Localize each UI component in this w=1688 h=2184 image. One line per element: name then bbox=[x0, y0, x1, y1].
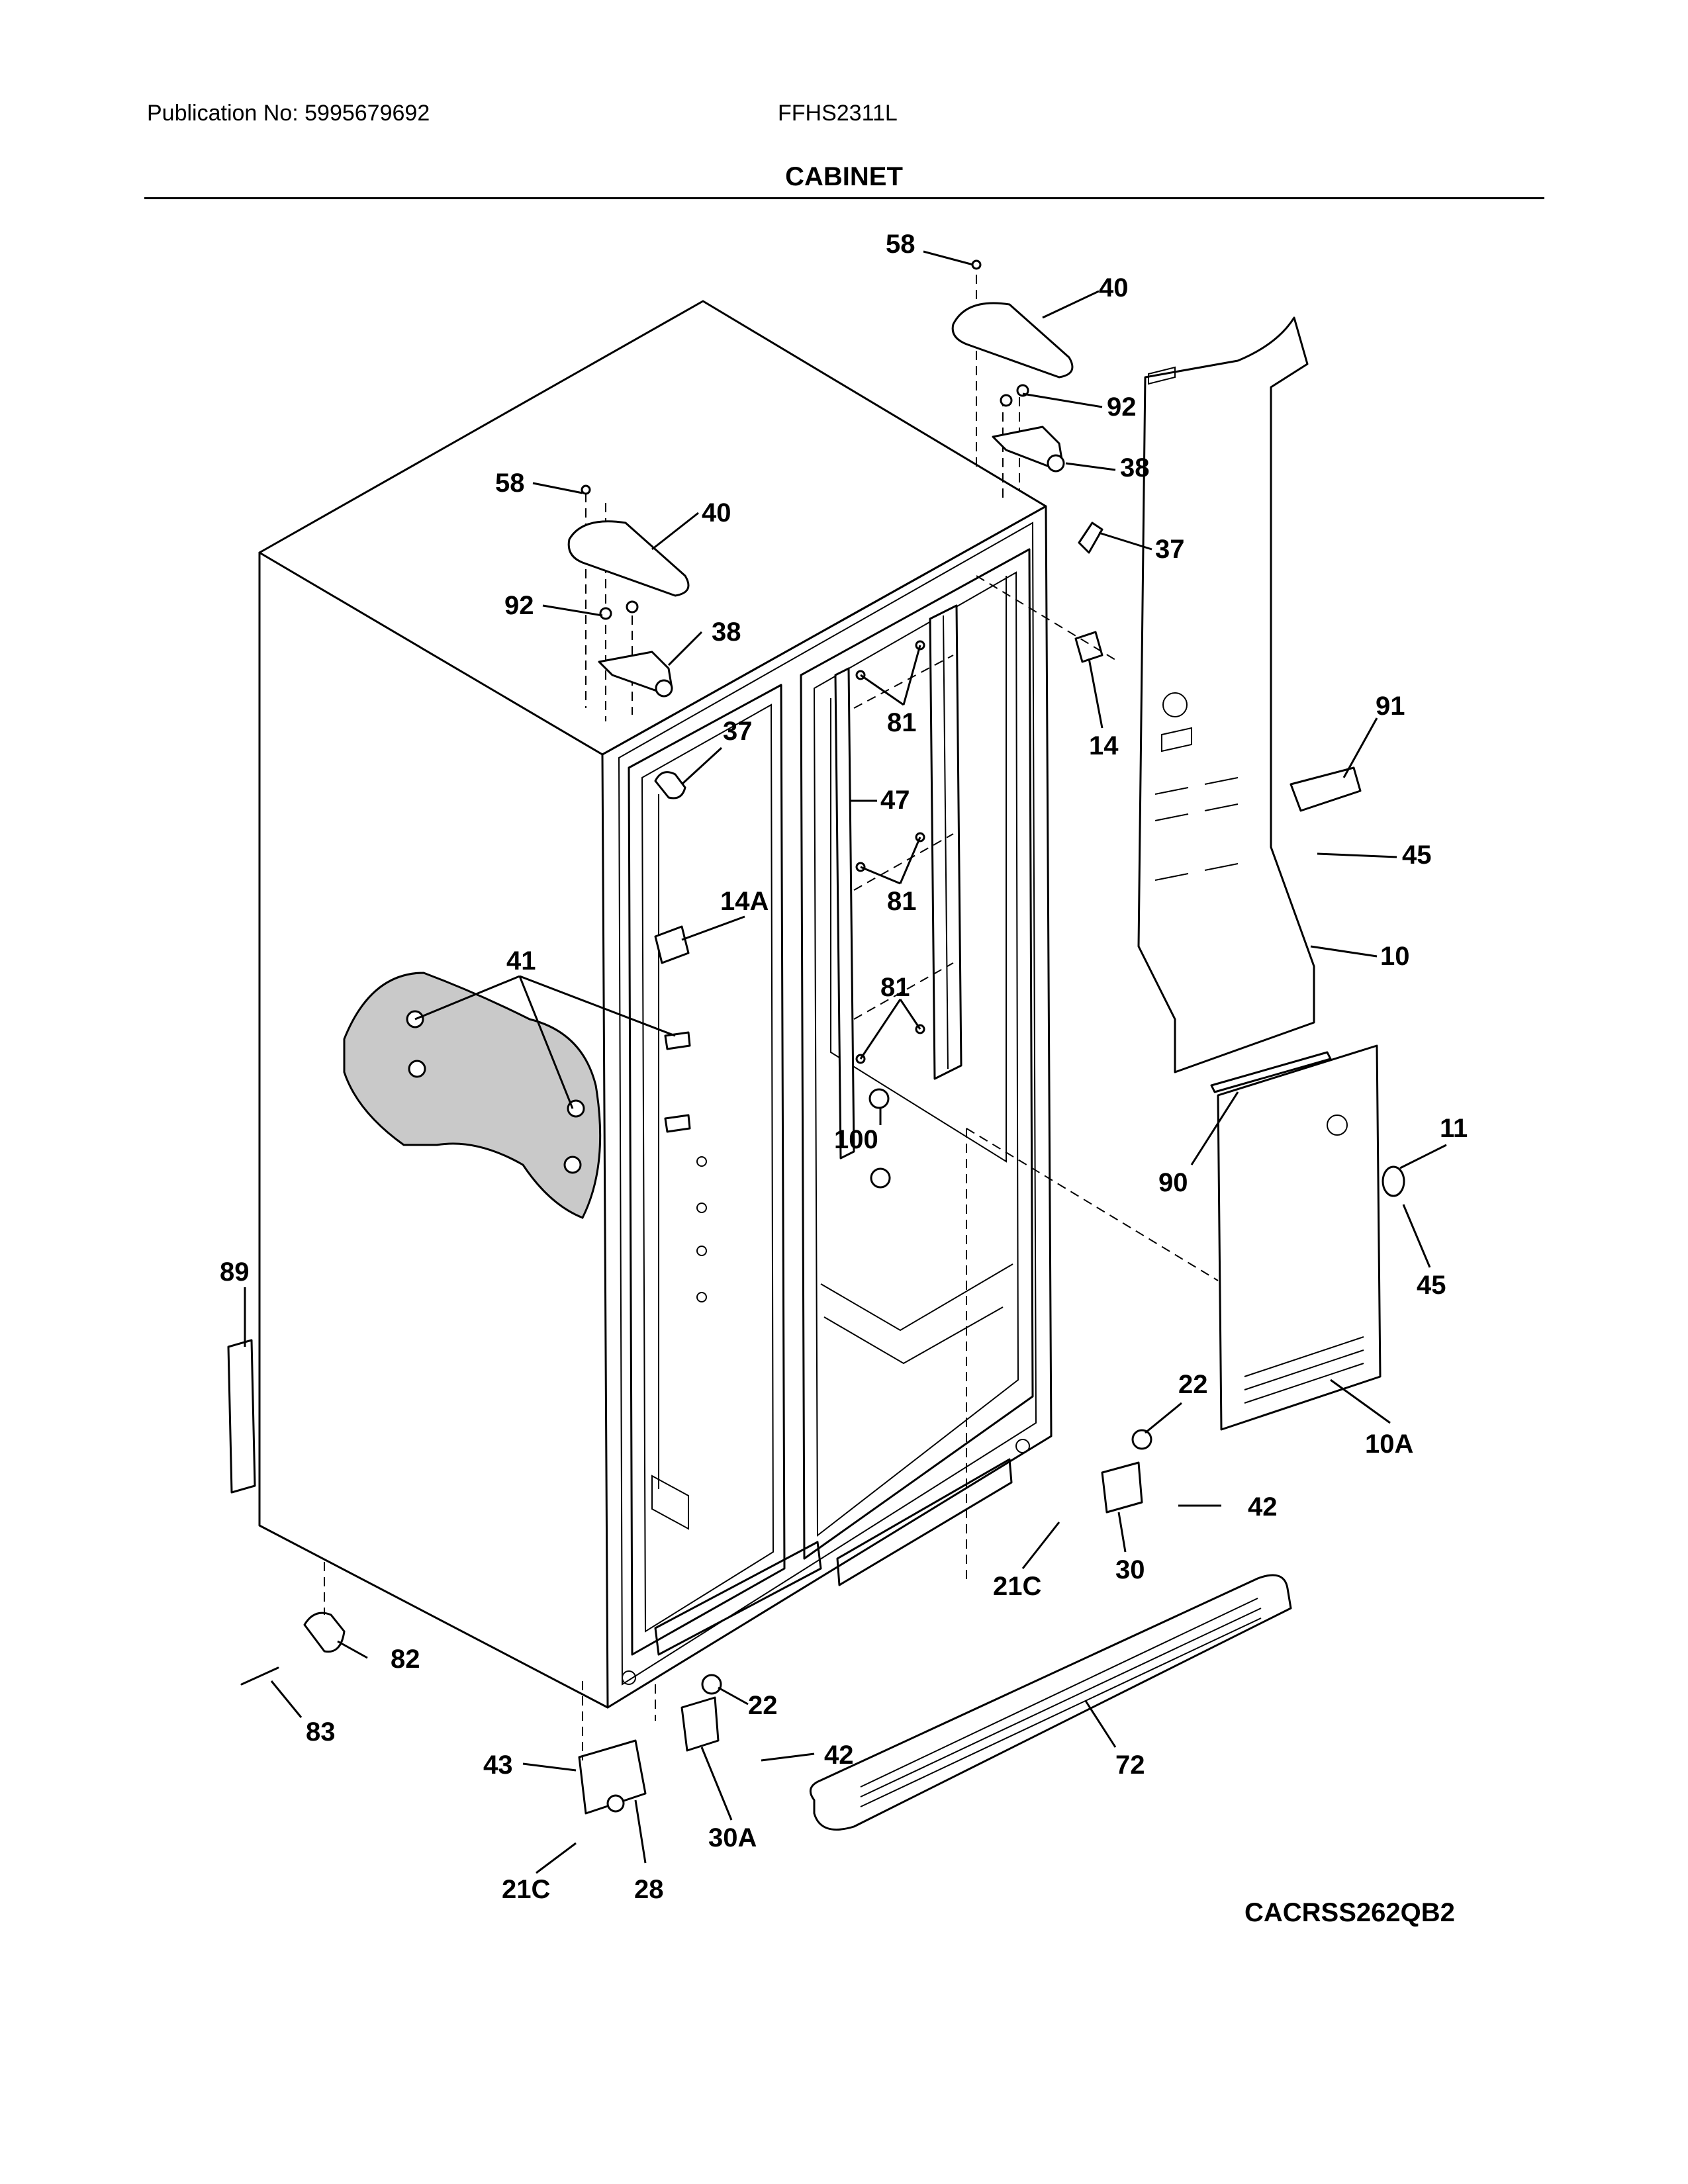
callout-38-left: 38 bbox=[712, 617, 741, 647]
callout-82: 82 bbox=[391, 1645, 420, 1674]
callout-21C-right: 21C bbox=[993, 1572, 1041, 1601]
callout-92-left: 92 bbox=[504, 591, 534, 620]
callout-41: 41 bbox=[506, 946, 536, 976]
callout-91: 91 bbox=[1376, 692, 1405, 721]
callout-58-left: 58 bbox=[495, 469, 525, 498]
pin-83 bbox=[240, 1666, 279, 1686]
callout-89: 89 bbox=[220, 1257, 250, 1287]
callout-58-right: 58 bbox=[886, 230, 915, 259]
callout-72: 72 bbox=[1115, 1751, 1145, 1780]
model-number: FFHS2311L bbox=[778, 101, 898, 126]
roller-22b bbox=[701, 1674, 722, 1695]
callout-10A: 10A bbox=[1365, 1430, 1413, 1459]
callout-40-left: 40 bbox=[702, 498, 731, 527]
callout-leaders bbox=[244, 250, 1447, 1874]
callout-11: 11 bbox=[1440, 1114, 1468, 1143]
shelf-support-bag bbox=[343, 972, 691, 1219]
roller-82 bbox=[303, 1612, 346, 1653]
panel-10 bbox=[1137, 316, 1315, 1073]
top-left-hinge-assembly bbox=[567, 484, 690, 799]
hinge-bushing-37-right bbox=[1078, 522, 1103, 554]
callout-45-top: 45 bbox=[1402, 841, 1432, 870]
top-right-hinge-assembly bbox=[951, 259, 1103, 554]
bracket-89 bbox=[227, 1339, 256, 1494]
shelf-ladder-left bbox=[834, 667, 855, 1160]
callout-30: 30 bbox=[1115, 1555, 1145, 1584]
section-title: CABINET bbox=[785, 162, 903, 191]
callout-21C-left: 21C bbox=[502, 1875, 550, 1904]
callout-22-right: 22 bbox=[1178, 1370, 1208, 1399]
callout-22-left: 22 bbox=[748, 1691, 778, 1720]
fresh-food-opening bbox=[800, 548, 1034, 1560]
callout-81-top: 81 bbox=[887, 708, 917, 737]
callout-100: 100 bbox=[834, 1125, 878, 1154]
shelf-ladders bbox=[834, 604, 962, 1160]
callout-10: 10 bbox=[1380, 942, 1410, 971]
callout-42-left: 42 bbox=[824, 1741, 854, 1770]
plug-11 bbox=[1382, 1165, 1405, 1197]
shelf-support-41b bbox=[664, 1114, 691, 1133]
callout-83: 83 bbox=[306, 1717, 336, 1747]
bracket-43 bbox=[578, 1739, 647, 1815]
callout-30A: 30A bbox=[708, 1823, 757, 1852]
callout-90: 90 bbox=[1158, 1168, 1188, 1197]
stop-100b bbox=[870, 1167, 891, 1189]
callout-37-left: 37 bbox=[723, 717, 753, 746]
hinge-bushing-37-left bbox=[654, 771, 686, 799]
hinge-cover-40-right bbox=[951, 302, 1074, 379]
foam-strip-90 bbox=[1210, 1051, 1332, 1093]
light-switch-14 bbox=[1074, 631, 1103, 663]
callout-labels: 58 40 92 38 37 58 40 92 38 37 81 47 81 8… bbox=[220, 230, 1468, 1904]
publication-number: Publication No: 5995679692 bbox=[147, 101, 430, 126]
roller-22a bbox=[1131, 1429, 1152, 1450]
rear-panels bbox=[966, 316, 1405, 1582]
cover-10A bbox=[1217, 1044, 1382, 1431]
callout-81-bottom: 81 bbox=[880, 973, 910, 1002]
callout-38-right: 38 bbox=[1120, 453, 1150, 482]
callout-40-right: 40 bbox=[1099, 273, 1129, 302]
callout-14: 14 bbox=[1089, 731, 1119, 760]
callout-28: 28 bbox=[634, 1875, 664, 1904]
freezer-opening bbox=[628, 684, 786, 1656]
callout-92-right: 92 bbox=[1107, 392, 1137, 422]
callout-45-bottom: 45 bbox=[1417, 1271, 1446, 1300]
callout-81-middle: 81 bbox=[887, 887, 917, 916]
toe-grille-72 bbox=[809, 1574, 1292, 1831]
header-rule bbox=[144, 197, 1544, 199]
bracket-30A bbox=[680, 1696, 720, 1752]
stop-100a bbox=[868, 1088, 890, 1109]
callout-14A: 14A bbox=[720, 887, 769, 916]
hinge-cover-40-left bbox=[567, 520, 690, 597]
callout-42-right: 42 bbox=[1248, 1492, 1278, 1522]
callout-37-right: 37 bbox=[1155, 535, 1185, 564]
bracket-30 bbox=[1101, 1461, 1143, 1514]
diagram-code: CACRSS262QB2 bbox=[1244, 1898, 1455, 1927]
cabinet-front-frame bbox=[601, 505, 1053, 1709]
light-switch-14A bbox=[654, 925, 690, 964]
bracket-91 bbox=[1289, 766, 1362, 812]
bottom-hardware bbox=[227, 1339, 1292, 1831]
parts-bag bbox=[343, 972, 602, 1219]
callout-43: 43 bbox=[483, 1751, 513, 1780]
callout-47: 47 bbox=[880, 786, 910, 815]
shelf-support-41a bbox=[664, 1031, 691, 1050]
